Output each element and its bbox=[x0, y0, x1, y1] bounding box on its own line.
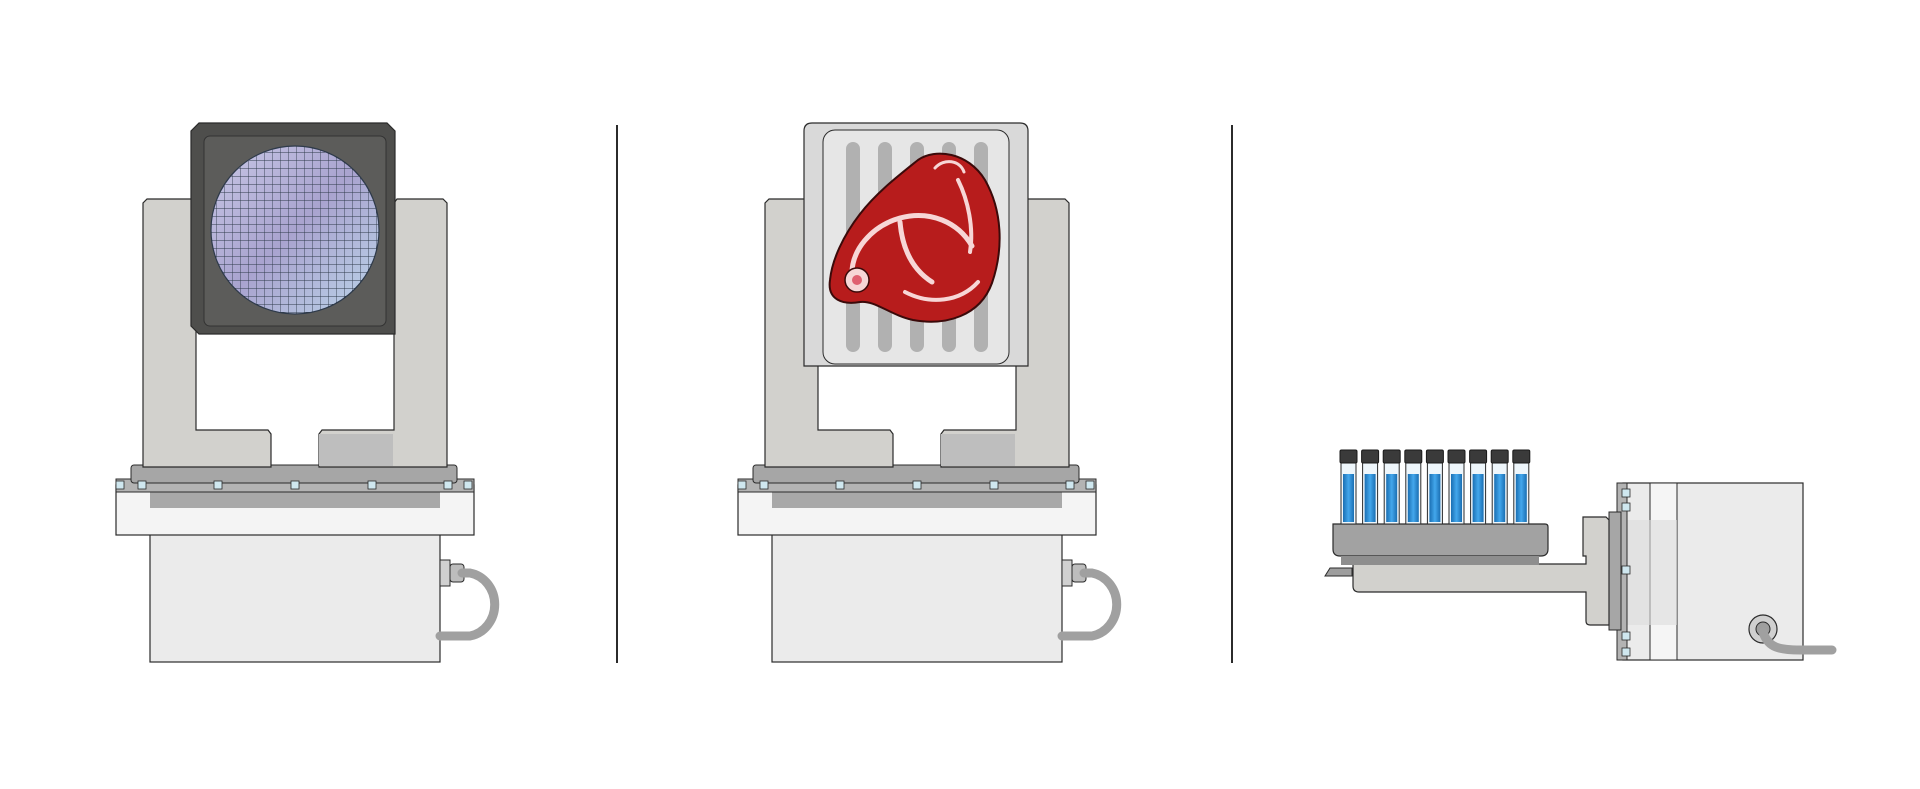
test-tube bbox=[1512, 449, 1531, 525]
test-tube bbox=[1404, 449, 1423, 525]
test-tube bbox=[1339, 449, 1358, 525]
panel-middle bbox=[737, 122, 1122, 663]
cable bbox=[1057, 568, 1122, 641]
test-tube bbox=[1361, 449, 1380, 525]
positioner-base bbox=[115, 464, 500, 663]
yoke-frame-side bbox=[1324, 516, 1610, 626]
panel-left bbox=[115, 122, 500, 663]
test-tube bbox=[1382, 449, 1401, 525]
test-tube bbox=[1469, 449, 1488, 525]
tube-rack bbox=[1339, 449, 1531, 525]
wafer-holder bbox=[190, 122, 396, 335]
positioner-base bbox=[737, 464, 1122, 663]
positioner-body-side bbox=[1608, 482, 1837, 661]
test-tube bbox=[1447, 449, 1466, 525]
test-tube bbox=[1490, 449, 1509, 525]
test-tube bbox=[1425, 449, 1444, 525]
panel-right bbox=[1324, 449, 1837, 661]
cable bbox=[1758, 627, 1837, 655]
cable bbox=[435, 568, 500, 641]
steak-icon bbox=[828, 152, 1001, 323]
